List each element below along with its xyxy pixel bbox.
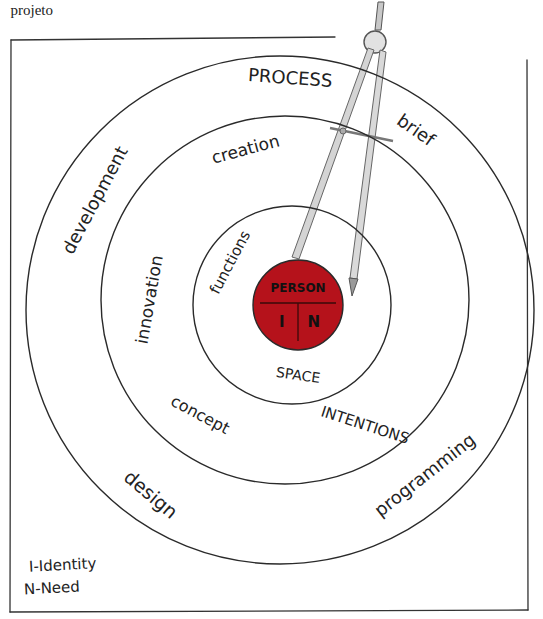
intentions-ring: creationinnovationconceptINTENTIONSfunct… [100,115,470,485]
ring-word: concept [167,392,232,438]
circle-shape [253,260,343,350]
ring-word: creation [209,131,281,168]
legend-note: I-Identity [28,555,96,576]
circle-shape [101,116,469,484]
compass-drawing [292,2,393,296]
grid-line [260,303,336,341]
process-ring: PROCESS brief development design programming… [25,55,535,565]
circle-shape [26,56,534,564]
ring-word: brief [392,110,438,151]
page-heading-fragment: projeto [11,2,54,19]
ring-word: functions [206,228,254,297]
ring-word: I [279,314,285,331]
ring-word: PROCESS [247,65,333,92]
ring-word: innovation [132,254,167,346]
ring-word: programming [371,429,480,521]
ring-word: design [119,466,181,523]
ring-word: SPACE [275,364,321,386]
circle-shape [193,206,391,404]
ring-word: N [308,314,321,331]
person-core: PERSON I N [252,259,344,351]
ring-word: INTENTIONS [319,403,411,448]
space-ring: functionsSPACE PERSON I N [192,205,392,405]
ring-word: PERSON [271,282,326,296]
circle-outline [252,259,344,351]
legend-note: N-Need [24,578,81,598]
paper-frame [10,37,528,612]
ring-word: development [58,143,132,258]
